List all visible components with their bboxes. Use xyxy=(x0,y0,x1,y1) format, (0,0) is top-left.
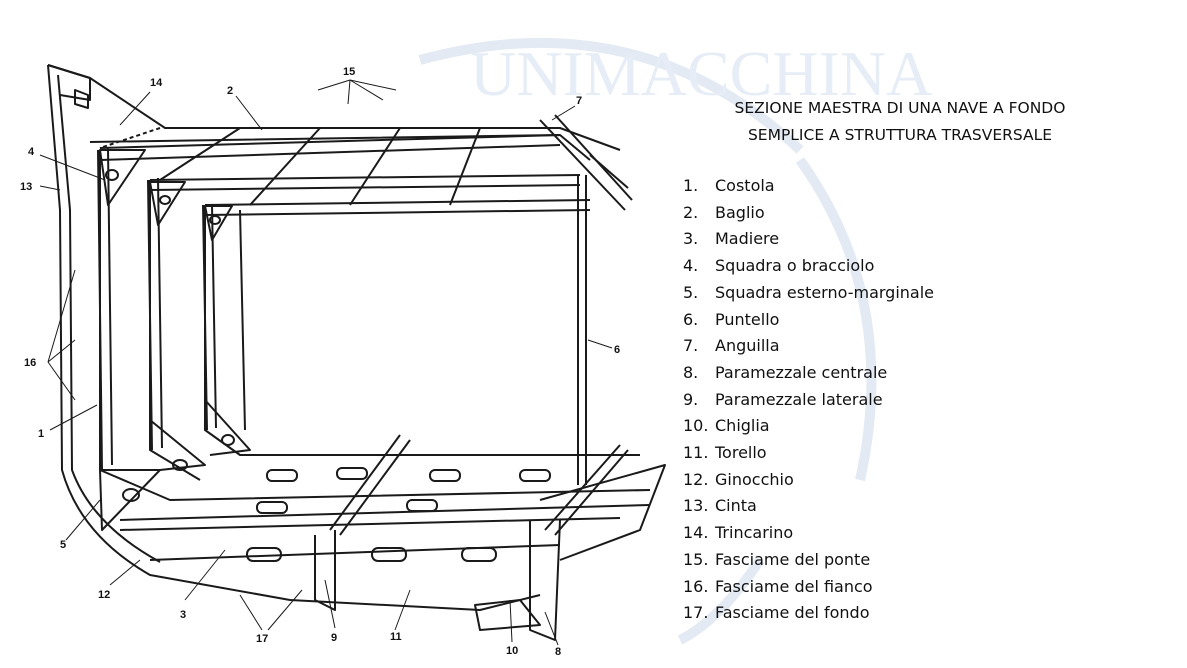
legend-item: 12. Ginocchio xyxy=(683,467,934,494)
legend-number: 13. xyxy=(683,496,709,516)
legend-label: Cinta xyxy=(715,496,757,516)
legend-label: Baglio xyxy=(715,202,765,222)
watermark-text: UNIMACCHINA xyxy=(470,38,932,109)
legend-label: Costola xyxy=(715,176,775,195)
keel xyxy=(474,599,541,631)
legend-number: 16. xyxy=(683,576,709,596)
legend-label: Paramezzale laterale xyxy=(715,389,883,409)
callout-11: 11 xyxy=(390,631,402,643)
legend-label: Paramezzale centrale xyxy=(715,362,888,382)
title-line-2: SEMPLICE A STRUTTURA TRASVERSALE xyxy=(747,126,1053,144)
callout-5: 5 xyxy=(60,539,66,551)
legend-number: 10. xyxy=(683,416,709,436)
legend-number: 7. xyxy=(683,336,699,356)
legend-item: 17. Fasciame del fondo xyxy=(683,600,934,627)
legend-item: 1. Costola xyxy=(683,173,934,200)
legend-item: 8. Paramezzale centrale xyxy=(683,360,934,387)
legend-number: 3. xyxy=(683,229,699,249)
lightening-holes xyxy=(105,169,551,562)
legend-number: 12. xyxy=(683,469,709,489)
callout-17: 17 xyxy=(256,633,268,645)
legend-item: 13. Cinta xyxy=(683,493,934,520)
legend-number: 14. xyxy=(683,523,709,543)
legend-number: 4. xyxy=(683,256,699,276)
callout-9: 9 xyxy=(331,632,337,644)
hull-outline xyxy=(47,64,541,611)
legend-label: Madiere xyxy=(715,229,780,249)
ship-structure xyxy=(47,64,666,641)
legend-item: 2. Baglio xyxy=(683,200,934,227)
legend-item: 3. Madiere xyxy=(683,226,934,253)
legend-item: 14. Trincarino xyxy=(683,520,934,547)
legend-list: 1. Costola 2. Baglio 3. Madiere 4. Squadra o… xyxy=(683,173,934,627)
legend-label: Puntello xyxy=(715,309,780,329)
callout-6: 6 xyxy=(614,344,620,356)
title-line-1: SEZIONE MAESTRA DI UNA NAVE A FONDO xyxy=(734,99,1066,117)
leader-lines xyxy=(39,79,613,646)
legend-number: 1. xyxy=(683,176,699,195)
legend-item: 4. Squadra o bracciolo xyxy=(683,253,934,280)
legend-item: 16. Fasciame del fianco xyxy=(683,574,934,601)
callout-15: 15 xyxy=(343,66,355,78)
legend-label: Fasciame del fondo xyxy=(715,603,870,623)
legend-number: 11. xyxy=(683,443,709,463)
legend-number: 17. xyxy=(683,603,709,623)
legend-item: 15. Fasciame del ponte xyxy=(683,547,934,574)
callout-1: 1 xyxy=(38,428,44,440)
legend-item: 7. Anguilla xyxy=(683,333,934,360)
legend-number: 5. xyxy=(683,282,699,302)
watermark xyxy=(418,37,877,645)
diagram-title: SEZIONE MAESTRA DI UNA NAVE A FONDO SEMP… xyxy=(690,95,1110,149)
callout-10: 10 xyxy=(506,645,518,657)
callout-3: 3 xyxy=(180,609,186,621)
legend-item: 11. Torello xyxy=(683,440,934,467)
legend-label: Ginocchio xyxy=(715,469,794,489)
callout-8: 8 xyxy=(555,646,561,658)
legend-label: Trincarino xyxy=(715,523,794,543)
legend-label: Torello xyxy=(715,443,767,463)
legend-label: Fasciame del fianco xyxy=(715,576,873,596)
legend-label: Chiglia xyxy=(715,416,770,436)
callout-14: 14 xyxy=(150,77,163,89)
beam-knee xyxy=(99,149,146,206)
frame xyxy=(97,149,103,471)
callout-2: 2 xyxy=(227,85,233,97)
side-girder xyxy=(314,530,336,611)
deck-beam xyxy=(99,134,561,149)
legend-number: 9. xyxy=(683,389,699,409)
legend-number: 15. xyxy=(683,549,709,569)
floor-plate xyxy=(119,504,651,521)
callout-12: 12 xyxy=(98,589,110,601)
legend-label: Squadra o bracciolo xyxy=(715,256,875,276)
legend-number: 2. xyxy=(683,202,699,222)
legend-number: 8. xyxy=(683,362,699,382)
legend-item: 6. Puntello xyxy=(683,307,934,334)
centre-girder xyxy=(529,519,561,641)
legend-item: 5. Squadra esterno-marginale xyxy=(683,280,934,307)
legend-item: 10. Chiglia xyxy=(683,413,934,440)
legend-label: Anguilla xyxy=(715,336,780,356)
callout-13: 13 xyxy=(20,181,32,193)
callout-7: 7 xyxy=(576,95,582,107)
legend-label: Fasciame del ponte xyxy=(715,549,871,569)
legend-item: 9. Paramezzale laterale xyxy=(683,387,934,414)
deck-girder xyxy=(539,119,626,211)
callout-numbers: 1 2 3 4 5 6 7 8 9 10 11 12 13 14 15 16 1… xyxy=(20,66,620,658)
callout-16: 16 xyxy=(24,357,36,369)
legend-label: Squadra esterno-marginale xyxy=(715,282,934,302)
legend-number: 6. xyxy=(683,309,699,329)
callout-4: 4 xyxy=(28,146,35,158)
